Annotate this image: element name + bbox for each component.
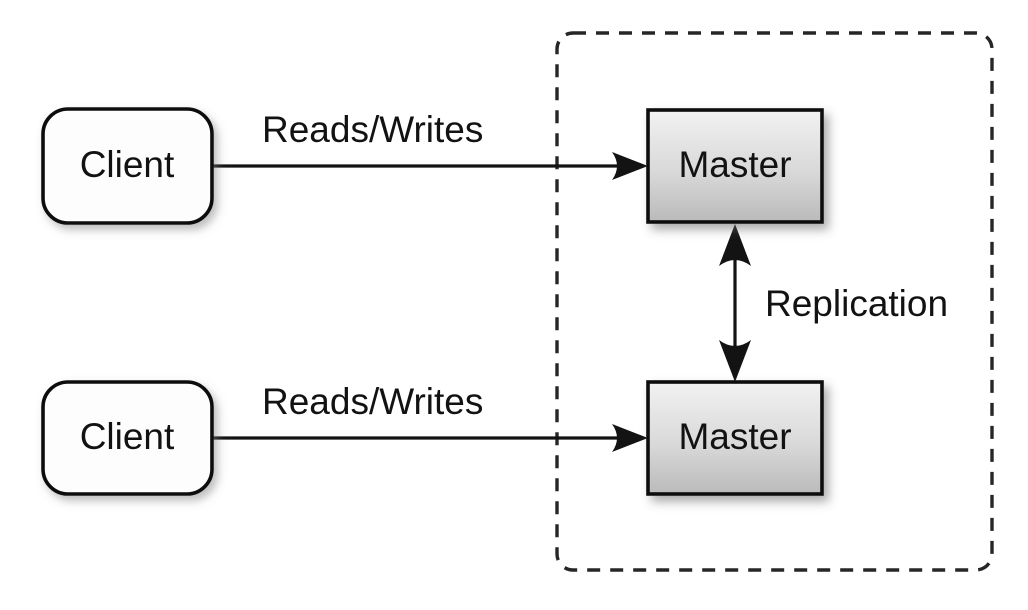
client-bottom-shape[interactable]: [41, 380, 214, 496]
node-label-client-bottom: Client: [80, 416, 175, 457]
cluster-boundary: [555, 31, 994, 572]
client-top-shape[interactable]: [41, 107, 214, 225]
master-bottom-shape[interactable]: [646, 380, 824, 496]
edge-reads-writes-bottom: [212, 424, 648, 452]
edge-label-reads-writes-bottom: Reads/Writes: [262, 381, 483, 422]
edge-replication: [719, 224, 751, 382]
edge-reads-writes-top: [212, 152, 648, 180]
edge-label-reads-writes-top: Reads/Writes: [262, 109, 483, 150]
node-master-bottom[interactable]: [646, 380, 824, 496]
arrowhead-down-replication: [719, 340, 751, 382]
arrowhead-right-bottom: [612, 424, 648, 452]
node-master-top[interactable]: [646, 108, 824, 224]
edge-label-replication: Replication: [765, 283, 948, 324]
node-label-client-top: Client: [80, 144, 175, 185]
master-top-shape[interactable]: [646, 108, 824, 224]
node-label-master-bottom: Master: [678, 416, 791, 457]
arrowhead-right-top: [612, 152, 648, 180]
node-client-top[interactable]: [41, 107, 214, 225]
node-client-bottom[interactable]: [41, 380, 214, 496]
node-label-master-top: Master: [678, 144, 791, 185]
arrowhead-up-replication: [719, 224, 751, 266]
